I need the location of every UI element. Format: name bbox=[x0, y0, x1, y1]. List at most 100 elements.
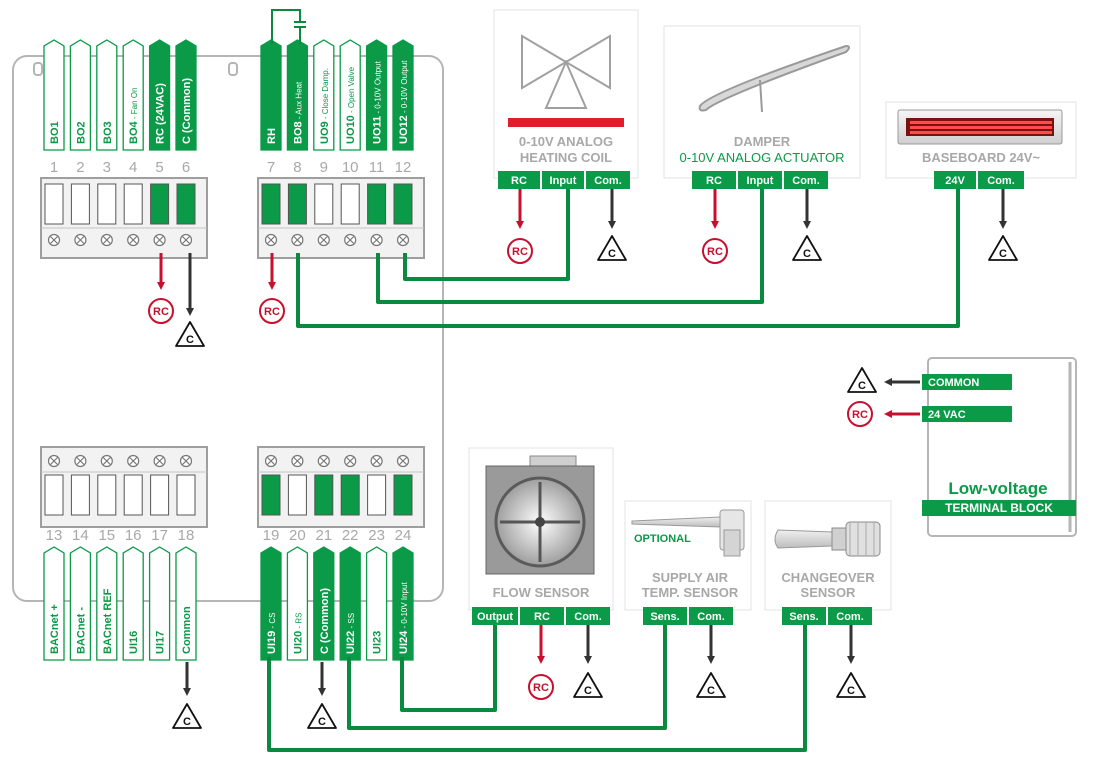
tb-bl-screw-icon-6 bbox=[179, 454, 193, 468]
common-symbol-supply: C bbox=[696, 672, 726, 698]
baseboard-title: BASEBOARD 24V~ bbox=[922, 150, 1041, 165]
label-bottom-left-2: BACnet - bbox=[69, 546, 92, 661]
terminal-number-7: 7 bbox=[267, 159, 275, 176]
label-top-left-2-text: BO2 bbox=[75, 121, 87, 144]
tb-tl-slot-6 bbox=[176, 183, 196, 225]
label-top-left-1: BO1 bbox=[43, 39, 65, 151]
common-terminal bbox=[922, 374, 1012, 390]
tb-bl-screw-icon-1 bbox=[47, 454, 61, 468]
tb-bl-slot-2 bbox=[70, 474, 90, 516]
wire-11-damper-input bbox=[376, 189, 764, 304]
pin-label: RC bbox=[706, 175, 722, 187]
tb-br-slot-1 bbox=[261, 474, 281, 516]
vac-terminal bbox=[922, 406, 1012, 422]
pin-input bbox=[738, 171, 782, 189]
tb-tr-slot-1 bbox=[261, 183, 281, 225]
changeover-probe-icon bbox=[774, 529, 833, 549]
wire-8-baseboard bbox=[296, 189, 960, 328]
terminal-number-8: 8 bbox=[293, 159, 301, 176]
supply-air-title-1: SUPPLY AIR bbox=[652, 570, 729, 585]
pin-label: Sens. bbox=[650, 611, 679, 623]
label-top-left-5: RC (24VAC) bbox=[148, 39, 171, 151]
valve-icon bbox=[521, 34, 611, 109]
terminal-block-top-right bbox=[257, 177, 425, 259]
label-top-left-5-text: RC (24VAC) bbox=[155, 83, 167, 144]
terminal-number-6: 6 bbox=[182, 159, 190, 176]
terminal-number-4: 4 bbox=[129, 159, 137, 176]
pin-input bbox=[542, 171, 584, 189]
tb-tl-screw-icon-4 bbox=[127, 233, 140, 247]
flow-sensor-title: FLOW SENSOR bbox=[493, 585, 590, 600]
tb-bl-screw-icon-2 bbox=[74, 454, 87, 468]
label-bottom-left-5-text: UI17 bbox=[155, 631, 167, 654]
terminal-number-16: 16 bbox=[125, 527, 142, 544]
terminal-number-15: 15 bbox=[98, 527, 115, 544]
rc-symbol-flow: RC bbox=[528, 674, 554, 700]
label-bottom-left-6: Common bbox=[175, 546, 197, 661]
tb-tr-slot-4 bbox=[340, 183, 360, 225]
pin-rc bbox=[498, 171, 540, 189]
label-bottom-right-2: UI20 - RS bbox=[286, 546, 309, 661]
mount-slot-left bbox=[33, 62, 43, 76]
tb-bl-slot-3 bbox=[97, 474, 117, 516]
common-symbol-heating: C bbox=[597, 235, 627, 261]
tb-br-slot-6 bbox=[393, 474, 413, 516]
label-bottom-left-1-text: BACnet + bbox=[49, 604, 61, 654]
rc-symbol-terminal-block: RC bbox=[847, 401, 873, 427]
label-top-left-3: BO3 bbox=[96, 39, 118, 151]
heating-coil-title-2: HEATING COIL bbox=[520, 150, 612, 165]
label-top-right-5: UO11 - 0-10V Output bbox=[365, 39, 388, 151]
tb-tl-slot-2 bbox=[70, 183, 90, 225]
rh-jumper-wire bbox=[271, 9, 301, 44]
vac-terminal-label: 24 VAC bbox=[928, 409, 966, 421]
pin-rc bbox=[692, 171, 736, 189]
pin-label: Sens. bbox=[789, 611, 818, 623]
rc-symbol-flow-text: RC bbox=[533, 682, 549, 694]
tb-br-slot-4 bbox=[340, 474, 360, 516]
label-bottom-right-4: UI22 - SS bbox=[339, 546, 361, 661]
tb-bl-slot-1 bbox=[44, 474, 64, 516]
rc-symbol-damper-text: RC bbox=[707, 246, 723, 258]
pin-com bbox=[586, 171, 630, 189]
label-top-right-1: RH bbox=[260, 39, 282, 151]
terminal-block-title-1: Low-voltage bbox=[948, 479, 1047, 498]
label-top-right-3: UO9 - Close Damp. bbox=[313, 39, 335, 151]
label-bottom-right-2-text: UI20 - RS bbox=[292, 613, 304, 654]
changeover-sensor-device: CHANGEOVER SENSOR Sens.Com. bbox=[764, 500, 892, 625]
common-symbol-baseboard-text: C bbox=[999, 248, 1007, 260]
terminal-number-10: 10 bbox=[342, 159, 359, 176]
common-symbol-damper: C bbox=[792, 235, 822, 261]
tb-tl-screw-icon-2 bbox=[74, 233, 87, 247]
pin-label: RC bbox=[511, 175, 527, 187]
pin-label: Input bbox=[747, 175, 774, 187]
supply-air-title-2: TEMP. SENSOR bbox=[642, 585, 739, 600]
pin-label: Com. bbox=[697, 611, 725, 623]
label-top-left-6: C (Common) bbox=[175, 39, 197, 151]
tb-br-screw-icon-6 bbox=[396, 454, 410, 468]
tb-br-slot-3 bbox=[314, 474, 334, 516]
wire-12-heating-input bbox=[403, 189, 570, 281]
rc-symbol-damper: RC bbox=[702, 238, 728, 264]
common-symbol-damper-text: C bbox=[803, 248, 811, 260]
terminal-number-20: 20 bbox=[289, 527, 306, 544]
tb-tr-screw-icon-3 bbox=[317, 233, 330, 247]
label-bottom-left-2-text: BACnet - bbox=[75, 607, 87, 654]
common-symbol-flow-text: C bbox=[584, 685, 592, 697]
label-top-right-1-text: RH bbox=[266, 128, 278, 144]
terminal-number-2: 2 bbox=[76, 159, 84, 176]
label-bottom-right-3-text: C (Common) bbox=[319, 588, 331, 654]
changeover-title-1: CHANGEOVER bbox=[781, 570, 875, 585]
tb-tr-screw-icon-5 bbox=[370, 233, 383, 247]
terminal-number-18: 18 bbox=[178, 527, 195, 544]
label-top-left-2: BO2 bbox=[69, 39, 92, 151]
label-top-right-5-text: UO11 - 0-10V Output bbox=[372, 60, 384, 144]
tb-tr-screw-icon-1 bbox=[264, 233, 278, 247]
label-bottom-left-4: UI16 bbox=[122, 546, 144, 661]
terminal-block-top-left bbox=[40, 177, 208, 259]
